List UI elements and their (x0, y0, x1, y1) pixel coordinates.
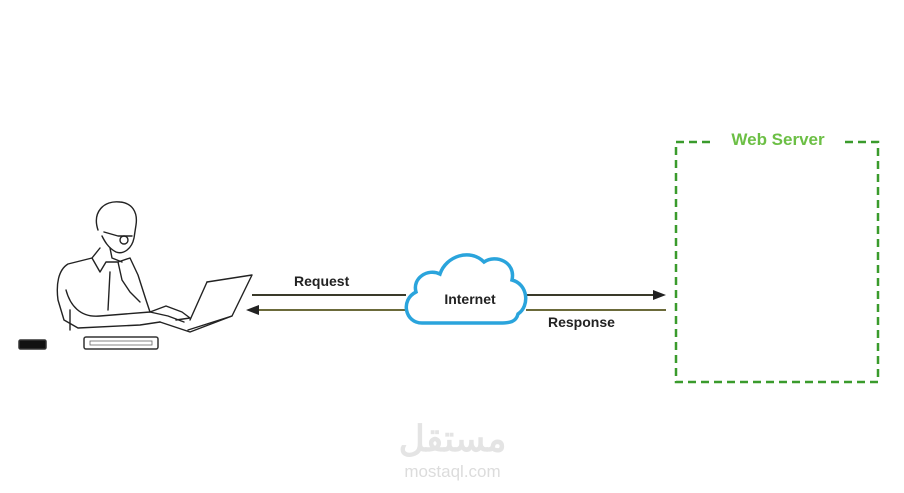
watermark-latin: mostaql.com (404, 462, 501, 481)
response-label: Response (548, 314, 615, 330)
web-server-title: Web Server (731, 130, 825, 149)
internet-cloud-icon (404, 253, 528, 325)
watermark-arabic: مستقل (398, 418, 507, 459)
web-server-box (674, 140, 880, 384)
phone-icon (18, 339, 47, 350)
request-arrow (252, 290, 666, 300)
response-arrow (246, 305, 666, 315)
person-at-laptop-illustration (56, 201, 253, 333)
tablet-icon (83, 336, 159, 350)
internet-label: Internet (444, 291, 496, 307)
request-label: Request (294, 273, 350, 289)
